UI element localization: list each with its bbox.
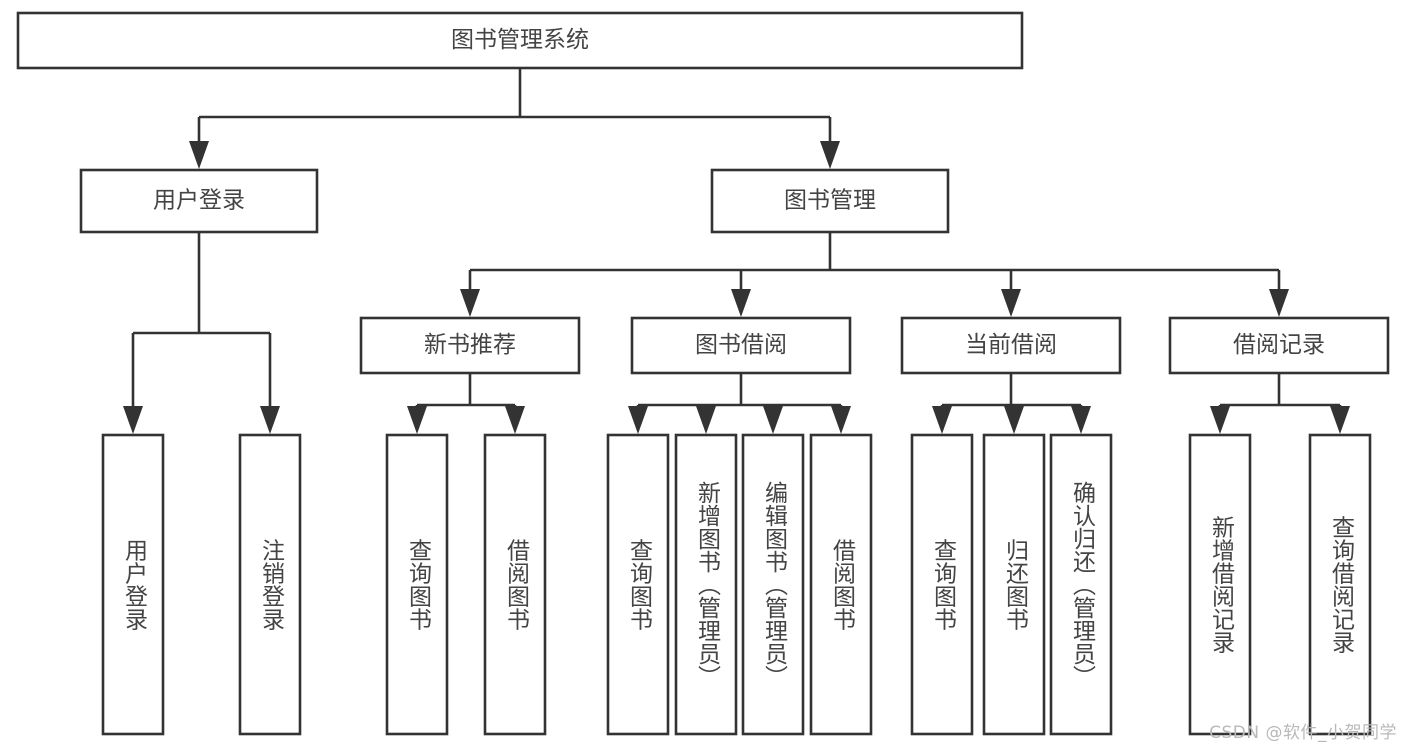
node-box[interactable] <box>900 316 1122 375</box>
connector-group <box>189 68 840 169</box>
connector-group <box>123 232 280 434</box>
node-l3-record[interactable]: 借阅记录 <box>1168 316 1390 375</box>
arrow-head-icon <box>696 406 716 434</box>
node-leaf-cur-return[interactable]: 归还图书 <box>982 433 1046 736</box>
arrow-head-icon <box>1071 406 1091 434</box>
connector-layer <box>123 68 1350 434</box>
arrow-head-icon <box>763 406 783 434</box>
connector-group <box>932 373 1091 434</box>
node-box[interactable] <box>606 433 670 736</box>
node-box[interactable] <box>101 433 165 736</box>
node-leaf-user-logout[interactable]: 注销登录 <box>238 433 302 736</box>
node-box[interactable] <box>483 433 547 736</box>
node-box[interactable] <box>674 433 738 736</box>
node-label: 借阅记录 <box>1233 332 1325 358</box>
node-l3-new[interactable]: 新书推荐 <box>359 316 581 375</box>
node-box[interactable] <box>910 433 974 736</box>
node-box[interactable] <box>385 433 449 736</box>
connector-group <box>628 373 851 434</box>
arrow-head-icon <box>831 406 851 434</box>
node-box[interactable] <box>809 433 873 736</box>
node-label: 用户登录 <box>121 539 149 631</box>
node-root[interactable]: 图书管理系统 <box>16 11 1024 70</box>
node-layer: 图书管理系统用户登录图书管理新书推荐图书借阅当前借阅借阅记录用户登录注销登录查询… <box>16 11 1390 736</box>
arrow-head-icon <box>932 406 952 434</box>
node-l3-current[interactable]: 当前借阅 <box>900 316 1122 375</box>
arrow-head-icon <box>189 141 209 169</box>
node-label: 借阅图书 <box>829 539 857 631</box>
node-leaf-new-borrow[interactable]: 借阅图书 <box>483 433 547 736</box>
node-box[interactable] <box>1049 433 1113 736</box>
arrow-head-icon <box>1001 289 1021 317</box>
connector-group <box>1210 373 1350 434</box>
node-box[interactable] <box>238 433 302 736</box>
arrow-head-icon <box>1269 289 1289 317</box>
node-label: 新增图书（管理员） <box>694 481 722 688</box>
arrow-head-icon <box>1004 406 1024 434</box>
connector-group <box>407 373 525 434</box>
node-label: 用户登录 <box>153 188 245 214</box>
node-label: 确认归还（管理员） <box>1069 481 1097 688</box>
arrow-head-icon <box>1330 406 1350 434</box>
arrow-head-icon <box>731 289 751 317</box>
node-box[interactable] <box>710 168 950 234</box>
node-box[interactable] <box>79 168 319 234</box>
node-label: 当前借阅 <box>965 332 1057 358</box>
node-leaf-rec-add[interactable]: 新增借阅记录 <box>1188 433 1252 736</box>
node-label: 编辑图书（管理员） <box>761 481 789 688</box>
arrow-head-icon <box>260 406 280 434</box>
node-box[interactable] <box>1188 433 1252 736</box>
node-label: 新增借阅记录 <box>1208 516 1236 654</box>
node-leaf-new-query[interactable]: 查询图书 <box>385 433 449 736</box>
node-label: 查询图书 <box>626 539 654 631</box>
node-label: 查询图书 <box>930 539 958 631</box>
node-l3-borrow[interactable]: 图书借阅 <box>630 316 852 375</box>
node-box[interactable] <box>359 316 581 375</box>
node-leaf-bo-query[interactable]: 查询图书 <box>606 433 670 736</box>
node-label: 借阅图书 <box>503 539 531 631</box>
arrow-head-icon <box>123 406 143 434</box>
connector-group <box>460 232 1289 317</box>
node-leaf-bo-borrow[interactable]: 借阅图书 <box>809 433 873 736</box>
arrow-head-icon <box>628 406 648 434</box>
arrow-head-icon <box>460 289 480 317</box>
node-box[interactable] <box>1308 433 1372 736</box>
node-box[interactable] <box>982 433 1046 736</box>
node-leaf-rec-query[interactable]: 查询借阅记录 <box>1308 433 1372 736</box>
node-l2-book[interactable]: 图书管理 <box>710 168 950 234</box>
arrow-head-icon <box>505 406 525 434</box>
node-l2-user[interactable]: 用户登录 <box>79 168 319 234</box>
node-label: 注销登录 <box>258 539 286 631</box>
node-box[interactable] <box>1168 316 1390 375</box>
node-leaf-cur-query[interactable]: 查询图书 <box>910 433 974 736</box>
node-label: 图书管理系统 <box>451 27 589 53</box>
node-label: 查询借阅记录 <box>1328 516 1356 654</box>
node-label: 图书借阅 <box>695 332 787 358</box>
node-box[interactable] <box>630 316 852 375</box>
node-label: 图书管理 <box>784 188 876 214</box>
node-leaf-user-login[interactable]: 用户登录 <box>101 433 165 736</box>
node-box[interactable] <box>741 433 805 736</box>
node-label: 归还图书 <box>1002 539 1030 631</box>
node-leaf-cur-confirm[interactable]: 确认归还（管理员） <box>1049 433 1113 736</box>
arrow-head-icon <box>1210 406 1230 434</box>
node-box[interactable] <box>16 11 1024 70</box>
node-label: 新书推荐 <box>424 332 516 358</box>
node-leaf-bo-add[interactable]: 新增图书（管理员） <box>674 433 738 736</box>
arrow-head-icon <box>820 141 840 169</box>
node-label: 查询图书 <box>405 539 433 631</box>
node-leaf-bo-edit[interactable]: 编辑图书（管理员） <box>741 433 805 736</box>
arrow-head-icon <box>407 406 427 434</box>
